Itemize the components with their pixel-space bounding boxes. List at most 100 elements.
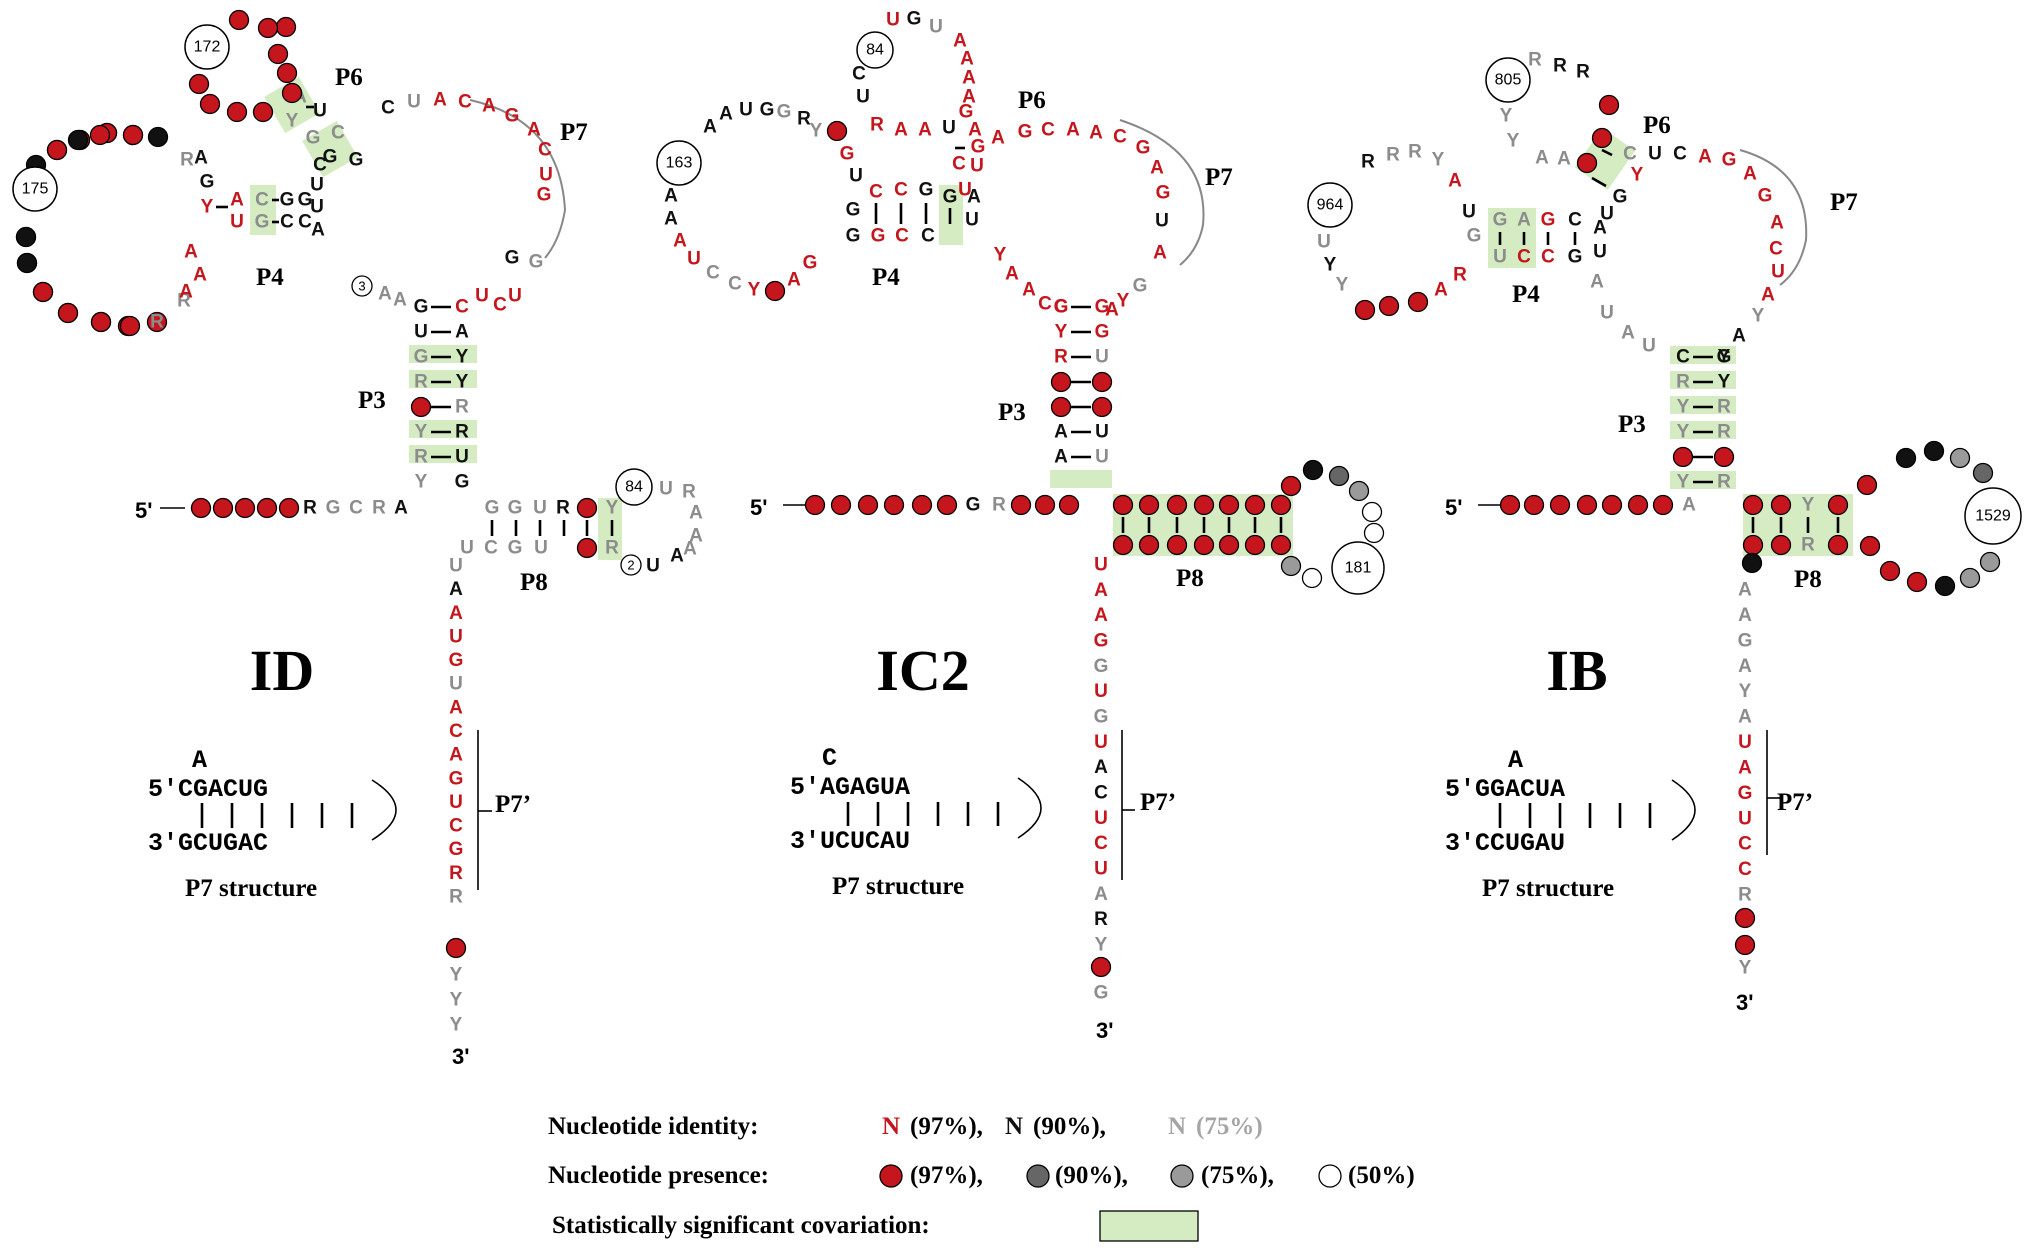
nucleotide-dot bbox=[122, 124, 144, 146]
nucleotide-letter: R bbox=[1094, 909, 1108, 930]
helix-label-p3: P3 bbox=[1618, 411, 1646, 438]
nucleotide-dot bbox=[257, 17, 279, 39]
loop-size-circle bbox=[656, 140, 702, 186]
loop-size-964: 964 bbox=[1317, 197, 1344, 214]
nucleotide-dot bbox=[1770, 534, 1792, 556]
nucleotide-dot bbox=[16, 252, 38, 274]
nucleotide-dot bbox=[1112, 494, 1134, 516]
nucleotide-letter: G bbox=[1018, 122, 1033, 143]
base-pair-bond bbox=[1591, 176, 1607, 188]
loop-size-circle bbox=[184, 24, 230, 70]
nucleotide-letter: C bbox=[349, 498, 363, 519]
nucleotide-dot bbox=[1050, 371, 1072, 393]
nucleotide-letter: C bbox=[1038, 294, 1052, 315]
annotation-line bbox=[1119, 119, 1205, 266]
nucleotide-letter: R bbox=[1576, 62, 1590, 83]
nucleotide-letter: A bbox=[1738, 757, 1752, 778]
nucleotide-letter: C bbox=[255, 190, 269, 211]
nucleotide-letter: R bbox=[150, 312, 164, 333]
nucleotide-letter: Y bbox=[456, 372, 469, 393]
nucleotide-letter: A bbox=[1770, 213, 1784, 234]
nucleotide-dot bbox=[252, 101, 274, 123]
nucleotide-dot bbox=[146, 311, 168, 333]
base-pair-bonds bbox=[200, 105, 1840, 828]
helix-label-p4: P4 bbox=[256, 264, 284, 291]
nucleotide-letter: Y bbox=[1802, 495, 1815, 516]
legend-covariation-label: Statistically significant covariation: bbox=[552, 1212, 930, 1239]
nucleotide-letter: A bbox=[689, 503, 703, 524]
covariation-box bbox=[409, 445, 477, 463]
nucleotide-letter: U bbox=[1155, 211, 1169, 232]
nucleotide-dot bbox=[1010, 494, 1032, 516]
nucleotide-letter: A bbox=[1150, 158, 1164, 179]
nucleotide-letter: U bbox=[849, 166, 863, 187]
p7-structure-inset: C 5'AGAGUA 3'UCUCAU P7 structure bbox=[790, 744, 964, 900]
nucleotide-dot bbox=[1091, 396, 1113, 418]
legend-identity-label: Nucleotide identity: bbox=[548, 1113, 758, 1140]
nucleotide-dot bbox=[1218, 494, 1240, 516]
nucleotide-letter: C bbox=[449, 721, 463, 742]
covariation-box bbox=[409, 370, 477, 388]
nucleotide-letter: C bbox=[1676, 347, 1690, 368]
nucleotide-letter: U bbox=[965, 210, 979, 231]
nucleotide-letter: A bbox=[1738, 707, 1752, 728]
nucleotide-letter: C bbox=[1054, 297, 1068, 318]
helix-label-p7: P7 bbox=[1830, 189, 1858, 216]
nucleotide-dot bbox=[276, 62, 298, 84]
nucleotide-letter: Y bbox=[1336, 275, 1349, 296]
nucleotide-letter: G bbox=[959, 102, 974, 123]
nucleotide-letter: G bbox=[255, 212, 270, 233]
nucleotide-letter: U bbox=[856, 87, 870, 108]
nucleotide-dot bbox=[1363, 522, 1385, 544]
nucleotide-letter: C bbox=[1517, 247, 1531, 268]
nucleotide-letter: A bbox=[1590, 272, 1604, 293]
nucleotide-dot bbox=[188, 73, 210, 95]
nucleotide-letter: G bbox=[1493, 210, 1508, 231]
nucleotide-letter: C bbox=[449, 816, 463, 837]
p7-structure-caption: P7 structure bbox=[1482, 875, 1614, 902]
nucleotide-letter: G bbox=[1738, 630, 1753, 651]
nucleotide-dot bbox=[1672, 446, 1694, 468]
loop-size-circle bbox=[1331, 541, 1385, 595]
nucleotide-letter: C bbox=[895, 226, 909, 247]
legend-identity-text-97: (97%), bbox=[910, 1113, 983, 1140]
nucleotide-letter: C bbox=[280, 212, 294, 233]
five-prime-end: 5' bbox=[135, 498, 152, 523]
nucleotide-letter: U bbox=[958, 180, 972, 201]
nucleotide-letter: A bbox=[1761, 285, 1775, 306]
nucleotide-dot bbox=[857, 494, 879, 516]
nucleotide-letter: A bbox=[1738, 656, 1752, 677]
nucleotide-dot bbox=[1934, 575, 1956, 597]
p7-bulge-nucleotide: A bbox=[1508, 746, 1523, 775]
nucleotide-dot bbox=[1218, 534, 1240, 556]
nucleotide-letter: A bbox=[962, 87, 976, 108]
nucleotide-dot bbox=[1906, 571, 1928, 593]
nucleotide-letter: A bbox=[1593, 218, 1607, 239]
legend-identity-symbol-97: N bbox=[882, 1113, 900, 1140]
loop-size-172: 172 bbox=[194, 39, 221, 56]
nucleotide-letter: C bbox=[952, 154, 966, 175]
nucleotide-letter: A bbox=[1517, 210, 1531, 231]
nucleotide-letter: U bbox=[455, 447, 469, 468]
nucleotide-dot bbox=[1270, 534, 1292, 556]
nucleotide-dot bbox=[804, 494, 826, 516]
nucleotide-letter: Y bbox=[1752, 306, 1765, 327]
nucleotide-letter: R bbox=[1361, 152, 1375, 173]
nucleotide-letter: A bbox=[1621, 323, 1635, 344]
nucleotide-letter: A bbox=[918, 120, 932, 141]
nucleotide-letter: R bbox=[556, 498, 570, 519]
nucleotide-dot bbox=[1050, 396, 1072, 418]
nucleotide-dot bbox=[1244, 534, 1266, 556]
nucleotide-letter: R bbox=[682, 482, 696, 503]
nucleotide-letter: G bbox=[326, 498, 341, 519]
nucleotide-letter: G bbox=[505, 248, 520, 269]
covariation-box bbox=[1670, 421, 1736, 439]
nucleotide-letter: U bbox=[1094, 555, 1108, 576]
nucleotide-dot bbox=[226, 101, 248, 123]
loop-size-circle bbox=[856, 31, 894, 69]
nucleotide-letter: G bbox=[505, 106, 520, 127]
nucleotide-letter: R bbox=[1717, 472, 1731, 493]
nucleotide-letter: A bbox=[1698, 147, 1712, 168]
